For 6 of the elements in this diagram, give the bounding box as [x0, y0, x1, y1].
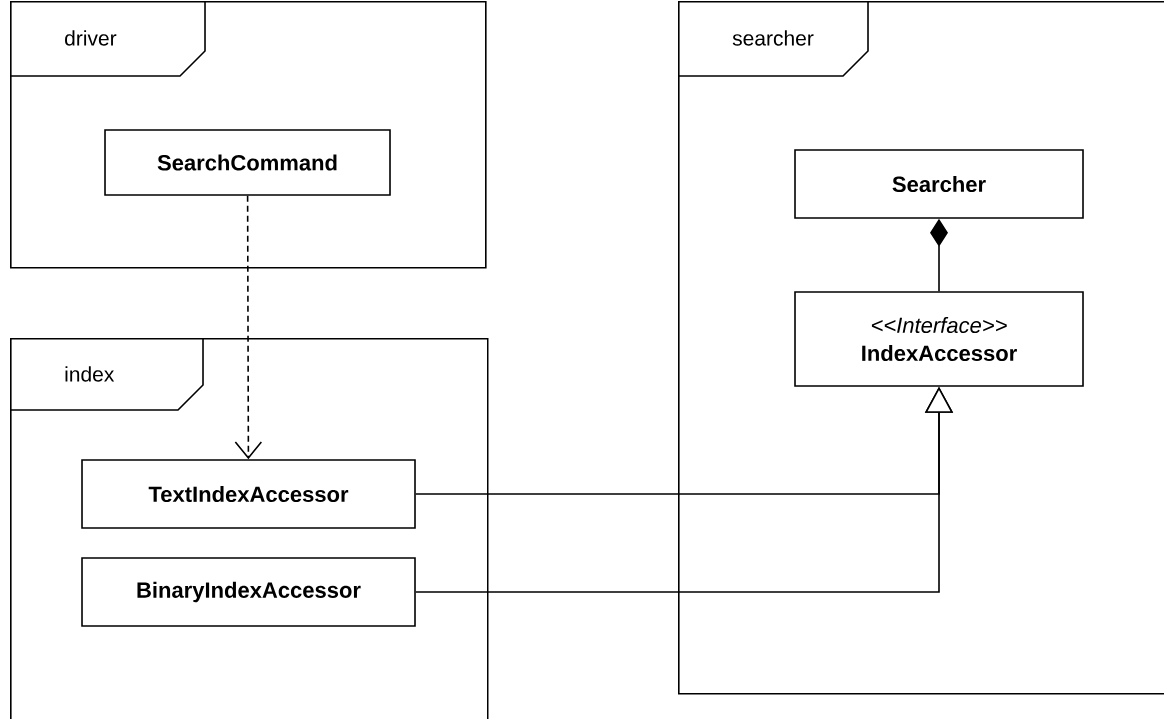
class-box: SearchCommand [104, 129, 391, 196]
class-box: <<Interface>> IndexAccessor [794, 291, 1084, 387]
class-box: Searcher [794, 149, 1084, 219]
arrow [234, 195, 263, 460]
class-box: BinaryIndexAccessor [81, 557, 416, 627]
class-box: TextIndexAccessor [81, 459, 416, 529]
